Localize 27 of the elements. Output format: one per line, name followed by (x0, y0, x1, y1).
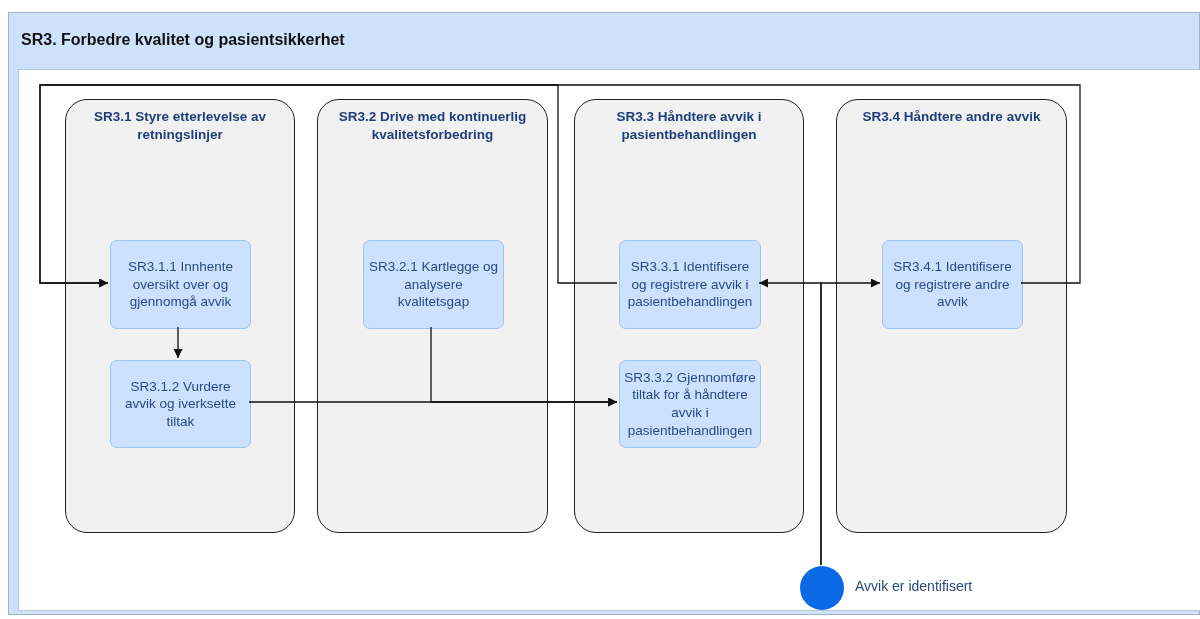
swimlane-box (574, 99, 804, 533)
connector-arrow (173, 326, 183, 359)
process-box (619, 240, 761, 329)
lane-title: SR3.1 Styre etterlevelse av retningslinjer (93, 108, 267, 144)
lane-title: SR3.2 Drive med kontinuerlig kvalitetsforbedring (337, 108, 528, 144)
process-label: SR3.1.1 Innhente oversikt over og gjennomgå avvik (126, 258, 235, 311)
event-label: Avvik er identifisert (855, 578, 973, 594)
swimlane-box (317, 99, 548, 533)
swimlane-box (836, 99, 1067, 533)
area-title: SR3. Forbedre kvalitet og pasientsikkerhet (21, 31, 345, 49)
process-label: SR3.4.1 Identifisere og registrere andre avvik (892, 258, 1013, 311)
lane-title: SR3.4 Håndtere andre avvik (861, 108, 1042, 126)
connector-arrow (39, 84, 1081, 288)
process-label: SR3.3.1 Identifisere og registrere avvik i pasientbehandlingen (626, 258, 754, 311)
process-box (882, 240, 1023, 329)
process-box (363, 240, 504, 329)
lane-title: SR3.3 Håndtere avvik i pasientbehandlingen (615, 108, 763, 144)
process-area-panel (8, 12, 1200, 615)
process-box (110, 360, 251, 448)
process-box (619, 360, 761, 448)
connector-arrow (820, 278, 881, 566)
process-box (110, 240, 251, 329)
connector-arrow (430, 326, 618, 407)
process-label: SR3.1.2 Vurdere avvik og iverksette tiltak (123, 377, 237, 431)
process-label: SR3.3.2 Gjennomføre tiltak for å håndtere avvik i pasientbehandlingen (624, 368, 756, 440)
swimlane-box (65, 99, 295, 533)
process-label: SR3.2.1 Kartlegge og analysere kvalitetsgap (368, 258, 499, 311)
